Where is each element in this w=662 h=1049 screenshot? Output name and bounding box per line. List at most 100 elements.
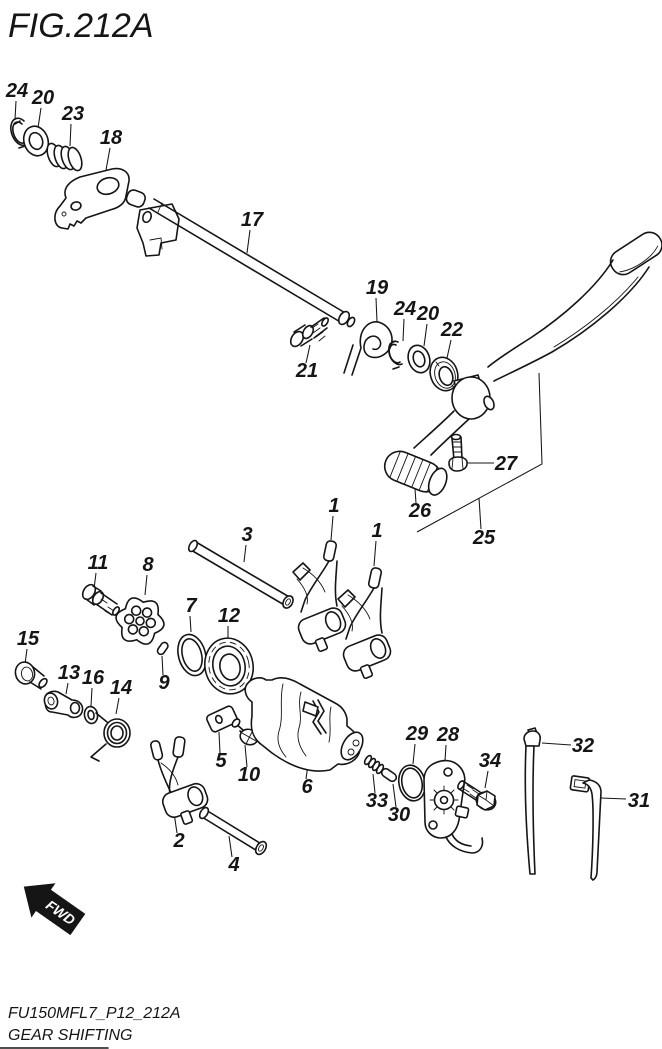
- part-number-label-23: 23: [61, 103, 84, 125]
- callout-leader-line: [541, 742, 572, 746]
- callout-leader-line: [246, 229, 251, 254]
- part-number-label-13: 13: [58, 662, 80, 684]
- part-number-label-4: 4: [227, 854, 239, 876]
- callout-leader-line: [115, 697, 120, 715]
- callout-leader-line: [478, 497, 482, 530]
- callout-leader-line: [484, 770, 489, 789]
- part-number-label-15: 15: [17, 628, 40, 650]
- callout-leader-line: [161, 655, 164, 676]
- part-20-washer-drawing: [407, 344, 431, 374]
- callout-leader-line: [330, 515, 334, 541]
- part-number-label-8: 8: [142, 554, 154, 576]
- callout-leader-line: [65, 682, 69, 695]
- part-34-bolt-drawing: [457, 780, 497, 811]
- callout-leader-line: [446, 339, 452, 359]
- part-number-label-33: 33: [366, 790, 388, 812]
- part-33-spring-drawing: [363, 754, 385, 775]
- part-number-label-24: 24: [393, 298, 416, 320]
- part-6-shift-cam-drawing: [244, 677, 364, 772]
- part-7-ring-drawing: [177, 633, 207, 677]
- part-1-shift-fork-drawing: [337, 566, 398, 684]
- part-number-label-31: 31: [628, 790, 650, 812]
- part-number-label-22: 22: [440, 319, 463, 341]
- part-22-seal-drawing: [429, 356, 459, 392]
- callout-leader-line: [372, 773, 376, 794]
- part-number-label-9: 9: [158, 672, 170, 694]
- part-4-fork-shaft-drawing: [198, 806, 268, 856]
- callout-leader-line: [373, 540, 377, 567]
- part-number-label-16: 16: [82, 667, 105, 689]
- callout-leader-line: [90, 687, 93, 707]
- figure-part-code: FU150MFL7_P12_212A: [8, 1005, 181, 1022]
- callout-leader-line: [228, 835, 233, 858]
- callout-leader-line: [416, 372, 543, 533]
- part-25-gearshift-lever-drawing: [383, 231, 662, 496]
- part-13-lever-drawing: [43, 690, 84, 719]
- part-number-label-5: 5: [215, 750, 227, 772]
- part-number-label-3: 3: [241, 524, 252, 546]
- part-29-oring-drawing: [397, 764, 427, 802]
- part-number-label-1: 1: [328, 495, 339, 517]
- callout-leader-line: [69, 123, 72, 147]
- part-11-bolt-drawing: [81, 583, 121, 616]
- callout-leader-line: [402, 318, 405, 342]
- part-number-label-12: 12: [218, 605, 240, 627]
- part-number-label-7: 7: [185, 595, 197, 617]
- part-number-label-18: 18: [100, 127, 123, 149]
- part-number-label-30: 30: [388, 804, 410, 826]
- part-number-label-10: 10: [238, 764, 260, 786]
- callout-leader-line: [305, 344, 311, 364]
- part-number-label-24: 24: [5, 80, 28, 102]
- part-number-label-17: 17: [241, 209, 264, 231]
- callout-leader-line: [218, 731, 221, 754]
- figure-title: FIG.212A: [8, 7, 154, 45]
- part-32-cable-tie-drawing: [523, 727, 541, 875]
- part-24-circlip-drawing: [10, 117, 29, 149]
- part-14-spring-drawing: [90, 712, 131, 762]
- part-number-label-26: 26: [408, 500, 432, 522]
- part-5-guide-plate-drawing: [206, 705, 238, 733]
- part-3-fork-shaft-drawing: [187, 539, 294, 609]
- callout-leader-line: [423, 323, 428, 347]
- part-number-label-29: 29: [405, 723, 429, 745]
- callout-leader-line: [189, 615, 192, 633]
- part-number-label-34: 34: [479, 750, 501, 772]
- part-2-shift-fork-drawing: [149, 736, 209, 825]
- part-15-screw-drawing: [14, 661, 48, 690]
- callout-leader-line: [375, 297, 378, 323]
- callout-leader-line: [14, 100, 17, 121]
- callout-leader-line: [412, 743, 416, 765]
- part-number-label-20: 20: [416, 303, 439, 325]
- part-number-label-1: 1: [371, 520, 382, 542]
- part-number-label-20: 20: [31, 87, 54, 109]
- part-24-circlip-drawing: [387, 340, 403, 370]
- callout-leader-line: [243, 544, 247, 563]
- part-20-washer-drawing: [22, 125, 50, 157]
- part-17-shift-shaft-drawing: [125, 189, 356, 328]
- part-number-label-27: 27: [494, 453, 518, 475]
- callout-leader-line: [244, 744, 248, 768]
- part-number-label-19: 19: [366, 277, 389, 299]
- part-18-shift-arm-drawing: [54, 167, 130, 230]
- part-28-stopper-body-drawing: [423, 759, 484, 854]
- part-26-pedal-rubber-drawing: [383, 450, 448, 496]
- fwd-arrow: FWD: [23, 883, 86, 936]
- part-19-spring-drawing: [343, 321, 393, 376]
- part-number-label-25: 25: [472, 527, 496, 549]
- part-number-label-21: 21: [295, 360, 318, 382]
- callout-leader-line: [600, 797, 627, 800]
- part-31-band-drawing: [569, 775, 602, 881]
- part-30-pin-drawing: [380, 767, 398, 783]
- figure-part-name: GEAR SHIFTING: [8, 1027, 132, 1044]
- part-8-cam-plate-drawing: [115, 597, 165, 645]
- part-number-label-6: 6: [301, 776, 313, 798]
- part-27-bolt-drawing: [448, 433, 468, 472]
- part-12-bearing-drawing: [204, 637, 254, 695]
- part-21-bolt-drawing: [289, 317, 329, 348]
- part-number-label-14: 14: [110, 677, 132, 699]
- callout-leader-line: [392, 783, 397, 808]
- callout-leader-line: [105, 147, 111, 171]
